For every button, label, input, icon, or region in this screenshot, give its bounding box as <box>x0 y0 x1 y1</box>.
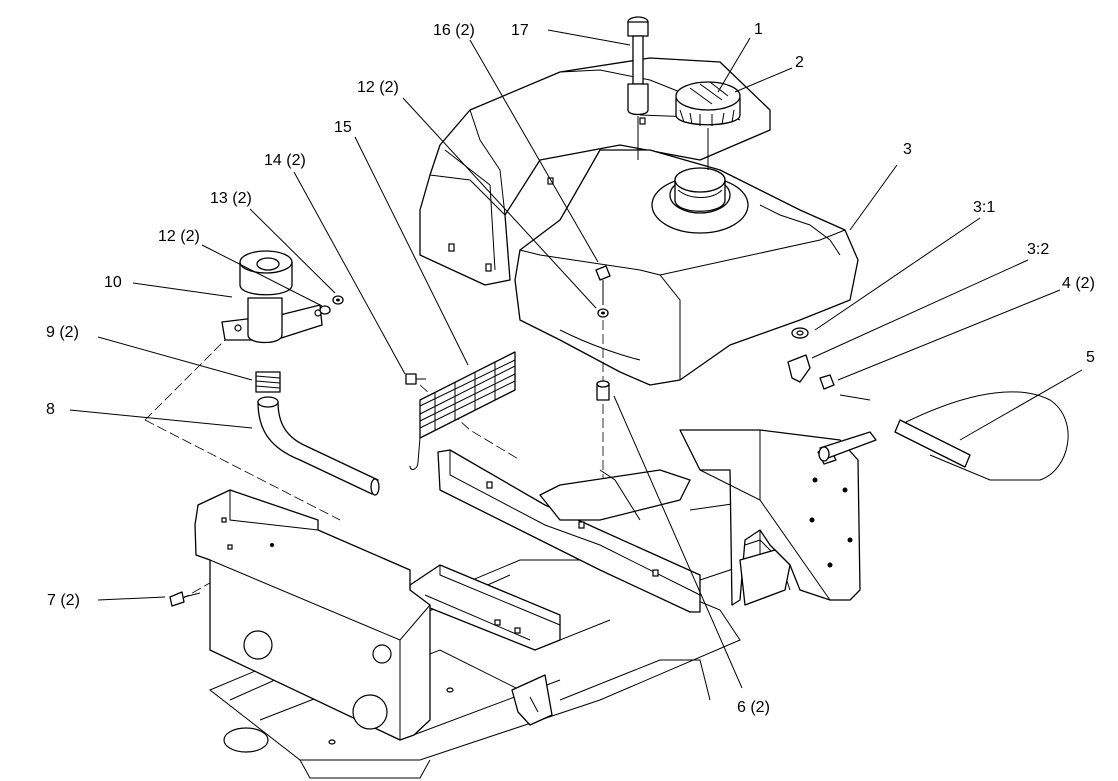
callout-10: 10 <box>104 274 122 291</box>
heat-shield-screen <box>405 351 516 470</box>
callout-8: 8 <box>46 401 55 418</box>
callout-17: 17 <box>511 22 529 39</box>
front-channel <box>409 564 561 651</box>
callout-6: 6 (2) <box>737 699 770 716</box>
callout-1: 1 <box>754 21 763 38</box>
fuel-cap <box>675 81 741 170</box>
callout-7: 7 (2) <box>47 592 80 609</box>
callout-4: 4 (2) <box>1062 275 1095 292</box>
filter-fasteners <box>319 295 344 315</box>
callout-2: 2 <box>795 54 804 71</box>
callout-3: 3 <box>903 141 912 158</box>
callout-12-center: 12 (2) <box>357 79 399 96</box>
callout-13: 13 (2) <box>210 190 252 207</box>
callout-16: 16 (2) <box>433 22 475 39</box>
callout-5: 5 <box>1086 349 1095 366</box>
cross-bracket <box>437 449 701 613</box>
hose-and-clamp <box>255 371 380 496</box>
leader-lines <box>69 29 1083 689</box>
callout-15: 15 <box>334 119 352 136</box>
tank-mount-hardware <box>595 265 611 520</box>
callout-3-1: 3:1 <box>973 199 995 216</box>
fuel-filter <box>221 250 323 344</box>
front-plate <box>169 489 431 741</box>
fuel-gauge <box>627 16 649 160</box>
callout-14: 14 (2) <box>264 152 306 169</box>
callout-9: 9 (2) <box>46 324 79 341</box>
callout-12-left: 12 (2) <box>158 228 200 245</box>
callout-3-2: 3:2 <box>1027 241 1049 258</box>
fuel-tank <box>514 149 859 386</box>
fuel-line-assembly <box>787 327 1069 481</box>
callout-labels: 1 2 3 3:1 3:2 4 (2) 5 6 (2) 7 (2) 8 9 (2… <box>46 21 1095 716</box>
